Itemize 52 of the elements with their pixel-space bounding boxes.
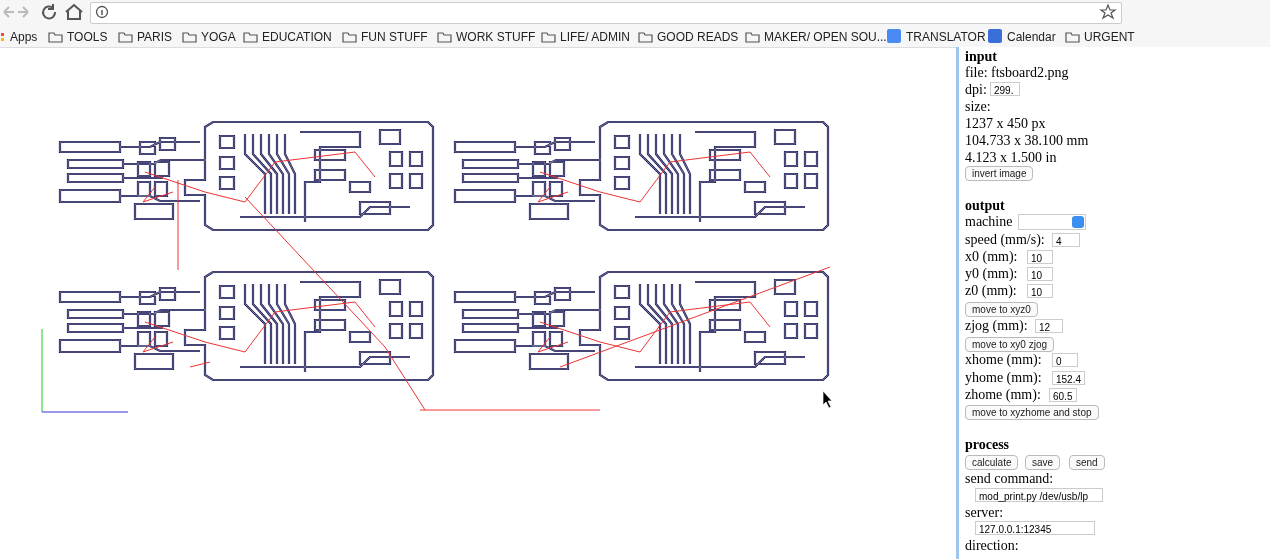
panel-text: x0 (mm):	[965, 249, 1018, 265]
input-field: 10	[1027, 250, 1053, 264]
section-heading: output	[965, 198, 1005, 214]
section-heading: input	[965, 49, 997, 65]
panel-button: invert image	[965, 166, 1034, 181]
input-field: 299.	[990, 82, 1020, 96]
bookmark-link: TOOLS	[67, 30, 108, 44]
input-field: 0	[1052, 353, 1078, 367]
input-field: 12	[1035, 319, 1063, 333]
input-field: 60.5	[1049, 388, 1077, 402]
panel-text: 104.733 x 38.100 mm	[965, 133, 1089, 149]
panel-text: machine	[965, 214, 1013, 230]
panel-text: 4.123 x 1.500 in	[965, 150, 1057, 166]
panel-text: send command:	[965, 471, 1054, 487]
panel-text: yhome (mm):	[965, 370, 1042, 386]
bookmark-link: TRANSLATOR	[906, 30, 986, 44]
panel-text: server:	[965, 505, 1004, 521]
panel-text: z0 (mm):	[965, 283, 1017, 299]
bookmark-link: FUN STUFF	[361, 30, 428, 44]
panel-text: direction:	[965, 538, 1019, 554]
panel-button: save	[1025, 455, 1061, 470]
input-field: 4	[1052, 233, 1080, 247]
bookmark-link: Calendar	[1007, 30, 1056, 44]
input-field: mod_print.py /dev/usb/lp	[975, 488, 1103, 502]
panel-text: zjog (mm):	[965, 318, 1028, 334]
input-field: 127.0.0.1:12345	[975, 521, 1095, 535]
bookmark-link: WORK STUFF	[456, 30, 536, 44]
panel-button: send	[1069, 455, 1105, 470]
bookmark-link: URGENT	[1084, 30, 1135, 44]
bookmark-link: EDUCATION	[262, 30, 332, 44]
bookmark-link: PARIS	[137, 30, 173, 44]
panel-text: file: ftsboard2.png	[965, 65, 1069, 81]
panel-text: speed (mm/s):	[965, 232, 1045, 248]
panel-text: xhome (mm):	[965, 352, 1042, 368]
panel-text: size:	[965, 99, 991, 115]
input-field: 10	[1027, 267, 1053, 281]
input-field: 152.4	[1052, 371, 1086, 385]
panel-button: move to xyz0	[965, 302, 1038, 317]
bookmark-link: GOOD READS	[657, 30, 739, 44]
input-field: 10	[1027, 284, 1053, 298]
panel-button: calculate	[965, 455, 1019, 470]
panel-button: move to xy0 zjog	[965, 337, 1055, 352]
bookmark-link: MAKER/ OPEN SOU...	[764, 30, 887, 44]
panel-text: zhome (mm):	[965, 387, 1041, 403]
section-heading: process	[965, 437, 1010, 453]
bookmark-link: YOGA	[201, 30, 236, 44]
panel-button: move to xyzhome and stop	[965, 405, 1099, 420]
bookmark-link: LIFE/ ADMIN	[560, 30, 630, 44]
panel-text: dpi:	[965, 82, 987, 98]
panel-text: 1237 x 450 px	[965, 116, 1046, 132]
bookmark-link: Apps	[10, 30, 38, 44]
panel-text: y0 (mm):	[965, 266, 1018, 282]
